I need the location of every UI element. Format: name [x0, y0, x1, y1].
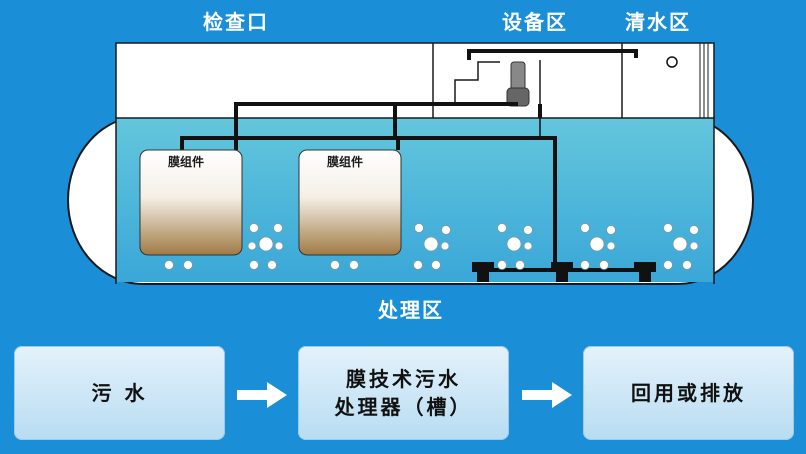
- flow-step-sewage: 污 水: [14, 346, 225, 440]
- flow-step-reuse-or-discharge: 回用或排放: [583, 346, 794, 440]
- arrow-right-icon: [237, 382, 287, 408]
- flow-step-label: 回用或排放: [631, 381, 746, 405]
- upper-compartment: [115, 42, 715, 119]
- arrow-right-icon: [522, 382, 572, 408]
- pump-icon: [506, 60, 541, 107]
- air-bubbles: [164, 223, 699, 270]
- diffusers: [472, 262, 656, 282]
- membrane-module-label: 膜组件: [327, 155, 364, 169]
- zone-label-equipment-area: 设备区: [502, 10, 568, 34]
- outlet-icon: [666, 56, 678, 68]
- zone-label-inspection-port: 检查口: [203, 10, 269, 34]
- membrane-module-label: 膜组件: [168, 155, 205, 169]
- pipe-network: [180, 49, 645, 272]
- zone-label-treatment-area: 处理区: [378, 298, 444, 322]
- flow-step-label: 污 水: [91, 381, 148, 405]
- zone-label-clean-water-area: 清水区: [625, 10, 691, 34]
- membrane-module: [139, 149, 243, 256]
- flow-step-label: 处理器（槽）: [334, 395, 473, 419]
- flow-step-label: 膜技术污水: [346, 367, 461, 391]
- membrane-module: [298, 149, 402, 256]
- flow-step-processor: 膜技术污水 处理器（槽）: [298, 346, 509, 440]
